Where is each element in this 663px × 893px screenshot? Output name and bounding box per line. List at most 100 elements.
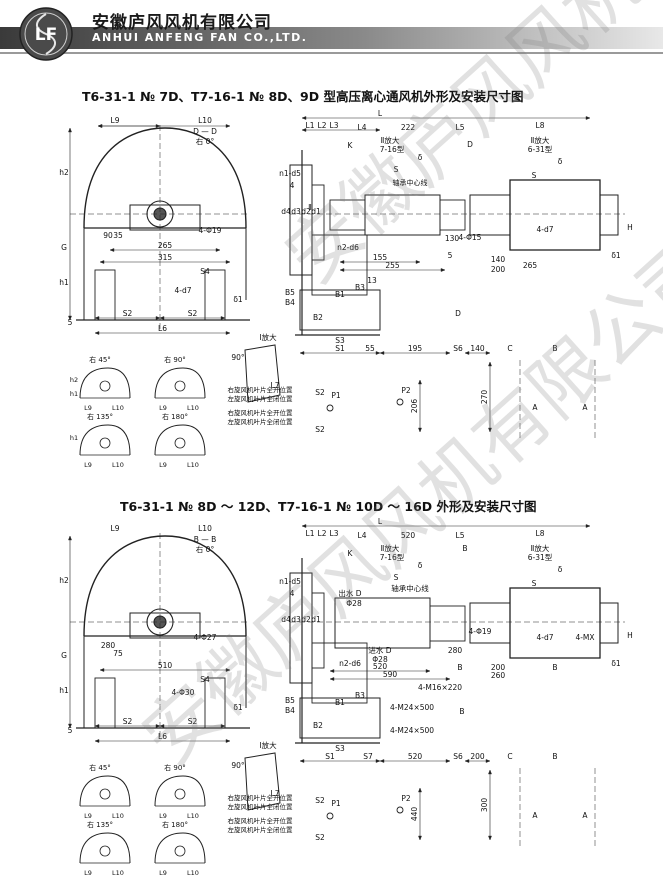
orientation-view-arc	[154, 424, 206, 456]
drawing-rect	[599, 602, 619, 644]
dim-arrow	[159, 724, 165, 728]
dimension-label: 222	[401, 123, 416, 132]
dimension-label: S7	[363, 752, 373, 761]
dimension-label: L1	[306, 529, 315, 538]
drawing-rect	[469, 602, 511, 644]
drawing-circle	[99, 845, 111, 857]
diagram1-title: T6-31-1 № 7D、T7-16-1 № 8D、9D 型高压离心通风机外形及…	[82, 89, 524, 104]
dimension-label: S	[394, 165, 399, 174]
drawing-rect	[311, 642, 368, 704]
dimension-label: h1	[70, 434, 78, 442]
dimension-label: δ	[558, 565, 563, 574]
dimension-label: d1	[311, 207, 321, 216]
orientation-view-arc	[154, 367, 206, 399]
drawing-rect	[94, 269, 116, 321]
dimension-label: B	[552, 344, 557, 353]
dimension-label: S	[532, 579, 537, 588]
dimension-label: P2	[401, 386, 411, 395]
dimension-label: A	[582, 811, 588, 820]
company-name-cn: 安徽庐风风机有限公司	[92, 13, 272, 33]
dimension-label: Φ28	[346, 599, 362, 608]
dimension-label: D — D	[193, 127, 217, 136]
dimension-label: δ1	[233, 295, 243, 304]
dimension-label: d1	[311, 615, 321, 624]
dim-arrow	[445, 759, 451, 763]
bearing-housing-2	[129, 612, 201, 639]
dimension-label: A	[532, 811, 538, 820]
dimension-label: L9	[159, 869, 167, 877]
dimension-label: 左旋风机叶片全闭位置	[228, 394, 294, 403]
dimension-label: B5	[285, 696, 295, 705]
dimension-label: 右旋风机叶片全开位置	[228, 385, 294, 394]
dim-text: 206	[410, 399, 419, 414]
dimension-label: S	[394, 573, 399, 582]
dimension-label: L9	[159, 812, 167, 820]
dimension-label: 左旋风机叶片全闭位置	[228, 802, 294, 811]
dim-text: S2	[188, 309, 198, 318]
dim-text: 520	[373, 662, 388, 671]
dim-arrow	[339, 268, 345, 272]
dim-arrow	[94, 724, 100, 728]
dimension-label: L2	[318, 121, 327, 130]
dimension-label: 35	[113, 231, 123, 240]
dimension-label: S6	[453, 752, 463, 761]
dim-arrow	[94, 331, 100, 335]
dimension-label: B5	[285, 288, 295, 297]
dimension-label: Ⅱ放大	[531, 135, 550, 145]
dim-arrow	[109, 248, 115, 252]
dim-text: 300	[480, 798, 489, 813]
dimension-label: h2	[59, 168, 69, 177]
dimension-label: B	[552, 663, 557, 672]
base-frame-lower	[299, 289, 381, 331]
dimension-label: L	[378, 517, 383, 526]
dimension-label: G	[61, 651, 67, 660]
dimension-label: d4	[281, 207, 291, 216]
dim-arrow	[445, 351, 451, 355]
dimension-label: L8	[536, 529, 545, 538]
dim-arrow	[94, 316, 100, 320]
coupling	[329, 199, 366, 231]
dimension-label: d2	[301, 207, 311, 216]
dim-arrow	[301, 524, 307, 528]
dimension-label: d4	[281, 615, 291, 624]
detail-I-frame-2	[244, 752, 281, 811]
dimension-label: S	[532, 171, 537, 180]
dimension-label: S6	[453, 344, 463, 353]
dimension-label: B3	[355, 283, 365, 292]
dimension-label: L9	[84, 404, 92, 412]
dimension-label: P2	[401, 794, 411, 803]
header-band: LF 安徽庐风风机有限公司 ANHUI ANFENG FAN CO.,LTD.	[0, 0, 663, 64]
dimension-label: L8	[536, 121, 545, 130]
dim-text: L6	[158, 324, 167, 333]
company-logo: LF	[18, 6, 74, 62]
orientation-view-arc	[79, 775, 131, 807]
dimension-label: L10	[112, 869, 124, 877]
dim-arrow	[220, 724, 226, 728]
dimension-label: L	[378, 109, 383, 118]
dim-arrow	[215, 248, 221, 252]
dim-arrow	[440, 268, 446, 272]
dim-arrow	[485, 759, 491, 763]
dimension-label: L7	[271, 789, 280, 798]
dimension-label: L5	[456, 123, 465, 132]
dimension-label: B	[459, 707, 464, 716]
dim-arrow	[418, 379, 422, 385]
dim-arrow	[585, 116, 591, 120]
dimension-label: d2	[301, 615, 311, 624]
dim-arrow	[375, 128, 381, 132]
dimension-label: L9	[111, 116, 120, 125]
dim-arrow	[339, 260, 345, 264]
dimension-label: L9	[159, 461, 167, 469]
dimension-label: L9	[111, 524, 120, 533]
dimension-label: 90	[103, 231, 113, 240]
dimension-label: 13	[367, 276, 377, 285]
dimension-label: 4-d7	[536, 225, 553, 234]
dimension-label: 4-Φ19	[469, 627, 492, 636]
volute-arc-2	[83, 535, 247, 637]
dimension-label: 轴承中心线	[391, 583, 429, 593]
orientation-label: 右 90°	[164, 355, 186, 364]
dimension-label: 4	[290, 181, 295, 190]
dimension-label: L2	[318, 529, 327, 538]
dim-text: 255	[385, 261, 400, 270]
dimension-label: 右 0°	[196, 136, 215, 146]
